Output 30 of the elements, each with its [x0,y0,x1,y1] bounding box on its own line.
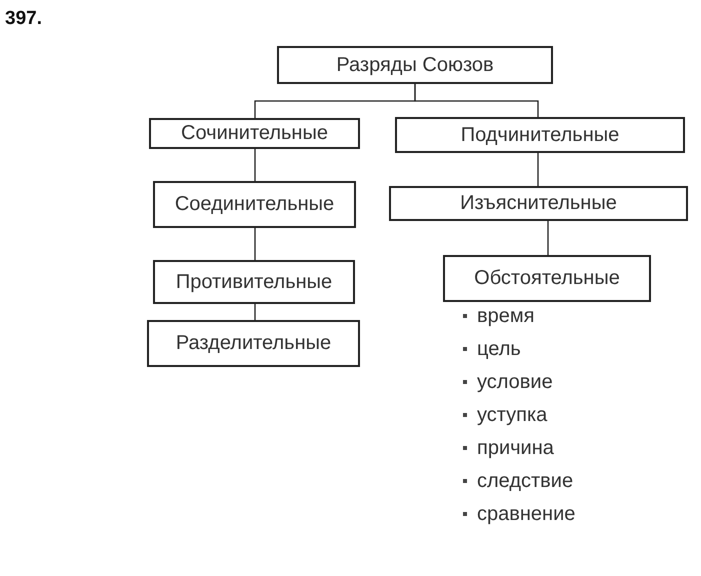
category-label: Соединительные [174,193,334,216]
list-item: уступка [477,403,548,427]
connector-line [414,84,539,117]
category-label: Противительные [176,270,332,294]
category-box [389,186,688,221]
category-box [153,260,355,304]
list-item: условие [477,370,553,394]
connector-line [537,153,539,186]
connector-line [547,221,549,255]
category-box [443,255,651,302]
category-box [395,117,685,153]
category-box [147,320,360,367]
figure-number: 397. [5,8,42,30]
category-label: Изъяснительные [460,192,617,215]
category-box [149,118,360,149]
list-item: цель [477,337,521,361]
list-item: время [477,304,534,328]
category-label: Разряды Союзов [336,54,494,76]
category-label: Разделительные [176,332,332,355]
list-item: сравнение [477,502,576,526]
connector-line [254,149,256,181]
category-box [153,181,356,228]
category-label: Подчинительные [460,124,620,146]
connector-line [254,304,256,320]
category-box [277,46,553,84]
category-label: Сочинительные [181,122,328,145]
list-item: причина [477,436,554,460]
list-item: следствие [477,469,574,493]
category-label: Обстоятельные [474,267,620,290]
connector-line [254,228,256,260]
